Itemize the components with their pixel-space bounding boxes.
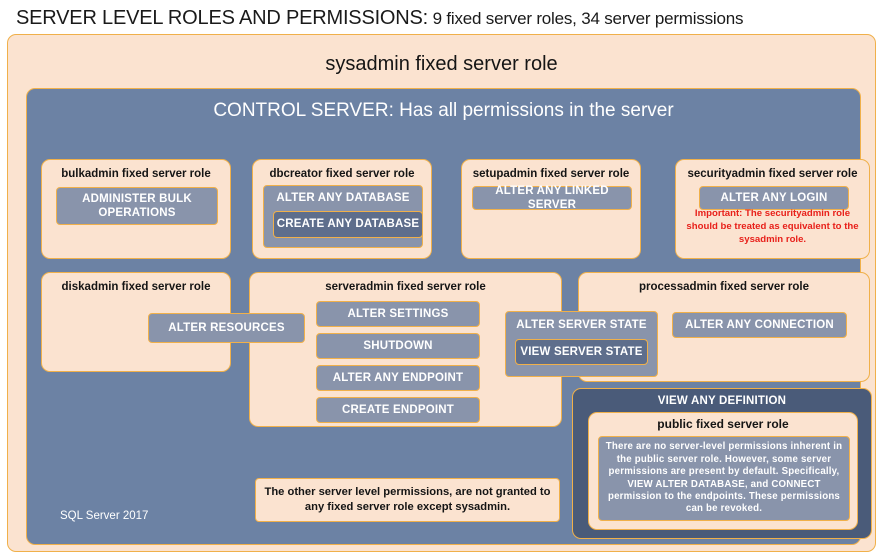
permission-view-any-definition[interactable]: VIEW ANY DEFINITION public fixed server … [572, 388, 872, 539]
page-title-sub: 9 fixed server roles, 34 server permissi… [428, 9, 744, 28]
control-server-container: CONTROL SERVER: Has all permissions in t… [26, 88, 872, 545]
role-label-bulkadmin: bulkadmin fixed server role [61, 168, 211, 180]
permission-alter-any-linked-server[interactable]: ALTER ANY LINKED SERVER [472, 185, 632, 211]
sysadmin-role-container: sysadmin fixed server role CONTROL SERVE… [7, 34, 876, 552]
permission-view-server-state[interactable]: VIEW SERVER STATE [515, 339, 648, 365]
public-role-note: There are no server-level permissions in… [598, 436, 850, 521]
permission-create-endpoint[interactable]: CREATE ENDPOINT [316, 397, 480, 423]
page-title-main: SERVER LEVEL ROLES AND PERMISSIONS: [16, 7, 429, 29]
permission-view-any-definition-label: VIEW ANY DEFINITION [657, 395, 787, 407]
securityadmin-warning-text: Important: The securityadmin role should… [686, 208, 859, 245]
control-server-label: CONTROL SERVER: Has all permissions in t… [213, 100, 674, 121]
role-label-securityadmin: securityadmin fixed server role [687, 168, 858, 180]
role-label-public: public fixed server role [657, 417, 789, 431]
role-label-setupadmin: setupadmin fixed server role [472, 168, 630, 180]
role-box-dbcreator: dbcreator fixed server role ALTER ANY DA… [252, 159, 432, 259]
role-label-processadmin: processadmin fixed server role [638, 281, 810, 293]
other-permissions-note: The other server level permissions, are … [255, 478, 560, 522]
permission-shutdown[interactable]: SHUTDOWN [316, 333, 480, 359]
role-box-setupadmin: setupadmin fixed server role ALTER ANY L… [461, 159, 641, 259]
role-box-bulkadmin: bulkadmin fixed server role ADMINISTER B… [41, 159, 231, 259]
role-label-dbcreator: dbcreator fixed server role [269, 168, 415, 180]
sql-version-label: SQL Server 2017 [60, 510, 149, 522]
permission-create-any-database[interactable]: CREATE ANY DATABASE [273, 211, 423, 238]
permission-alter-server-state-label: ALTER SERVER STATE [516, 319, 647, 331]
permission-alter-resources[interactable]: ALTER RESOURCES [148, 313, 305, 343]
permission-alter-any-connection[interactable]: ALTER ANY CONNECTION [672, 312, 847, 338]
role-label-diskadmin: diskadmin fixed server role [61, 281, 211, 293]
role-box-serveradmin: serveradmin fixed server role ALTER SETT… [249, 272, 562, 427]
permission-alter-any-endpoint[interactable]: ALTER ANY ENDPOINT [316, 365, 480, 391]
role-box-public: public fixed server role There are no se… [588, 412, 858, 530]
role-label-serveradmin: serveradmin fixed server role [325, 281, 486, 293]
permission-alter-settings[interactable]: ALTER SETTINGS [316, 301, 480, 327]
sysadmin-role-label: sysadmin fixed server role [325, 53, 558, 75]
page-title: SERVER LEVEL ROLES AND PERMISSIONS: 9 fi… [16, 7, 744, 30]
permission-alter-any-login[interactable]: ALTER ANY LOGIN [699, 186, 849, 210]
permission-alter-any-database-label: ALTER ANY DATABASE [276, 192, 410, 204]
permission-administer-bulk-operations[interactable]: ADMINISTER BULK OPERATIONS [56, 187, 218, 225]
role-box-securityadmin: securityadmin fixed server role ALTER AN… [675, 159, 870, 259]
